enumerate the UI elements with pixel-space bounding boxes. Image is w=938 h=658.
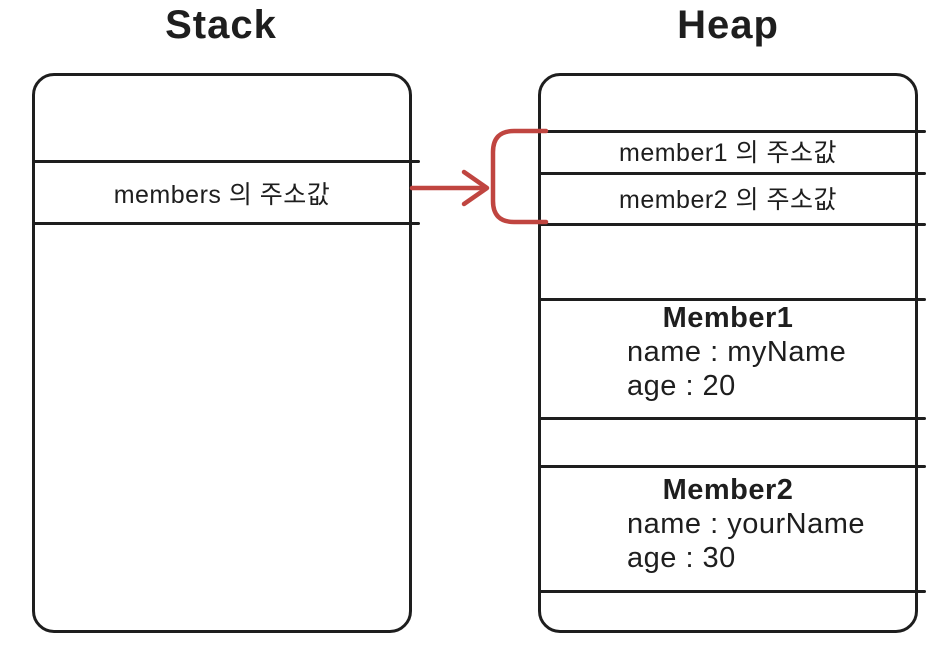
grouping-bracket (490, 128, 549, 225)
reference-arrow (409, 128, 549, 225)
divider-line (538, 130, 926, 133)
heap-title: Heap (677, 3, 779, 47)
divider-line (538, 223, 926, 226)
heap-member1-address-label: member1 의 주소값 (619, 139, 837, 167)
divider-line (538, 590, 926, 593)
stack-members-slot: members 의 주소값 (35, 160, 409, 225)
object-name: Member2 (662, 474, 794, 506)
heap-object-member1: Member1 name : myName age : 20 (541, 298, 915, 417)
stack-box: members 의 주소값 (32, 73, 420, 633)
object-field: age : 20 (627, 370, 736, 402)
arrow-head-icon (461, 169, 490, 207)
heap-member1-address-slot: member1 의 주소값 (541, 130, 915, 172)
object-name: Member1 (662, 302, 794, 334)
stack-title: Stack (165, 3, 277, 47)
stack-members-slot-label: members 의 주소값 (113, 180, 331, 209)
divider-line (32, 160, 420, 163)
divider-line (32, 222, 420, 225)
heap-member2-address-slot: member2 의 주소값 (541, 172, 915, 223)
heap-object-member2: Member2 name : yourName age : 30 (541, 465, 915, 590)
object-field: age : 30 (627, 542, 736, 574)
heap-box: member1 의 주소값 member2 의 주소값 Member1 name… (538, 73, 926, 633)
object-field: name : yourName (627, 508, 865, 540)
divider-line (538, 417, 926, 420)
divider-line (538, 298, 926, 301)
divider-line (538, 172, 926, 175)
divider-line (538, 465, 926, 468)
object-field: name : myName (627, 336, 847, 368)
heap-member2-address-label: member2 의 주소값 (619, 185, 837, 214)
